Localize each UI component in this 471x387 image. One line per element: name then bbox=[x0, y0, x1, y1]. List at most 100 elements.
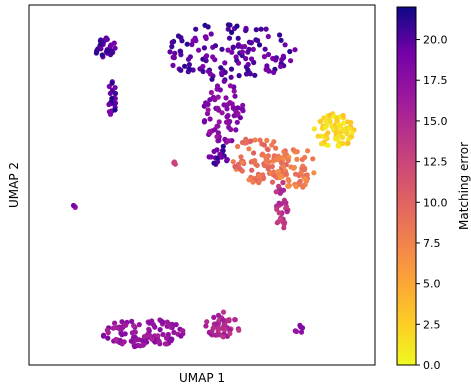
scatter-point bbox=[263, 26, 269, 32]
colorbar-tick-label: 0.0 bbox=[423, 359, 441, 372]
scatter-point bbox=[223, 95, 229, 101]
scatter-point bbox=[240, 108, 246, 114]
scatter-point bbox=[107, 52, 114, 58]
scatter-point bbox=[340, 140, 346, 147]
scatter-point bbox=[287, 48, 293, 55]
scatter-point bbox=[260, 151, 266, 157]
scatter-point bbox=[281, 197, 287, 203]
scatter-point bbox=[218, 65, 224, 71]
scatter-point bbox=[230, 45, 236, 51]
scatter-point bbox=[228, 126, 234, 133]
scatter-point bbox=[278, 160, 284, 166]
scatter-point bbox=[168, 324, 174, 330]
scatter-point bbox=[345, 140, 351, 146]
scatter-point bbox=[128, 338, 134, 344]
scatter-point bbox=[276, 183, 282, 189]
scatter-point bbox=[190, 38, 196, 44]
scatter-point bbox=[236, 327, 242, 333]
scatter-point bbox=[211, 160, 217, 166]
scatter-point bbox=[337, 123, 343, 129]
scatter-point bbox=[201, 119, 207, 125]
scatter-point bbox=[112, 320, 118, 326]
scatter-point bbox=[340, 134, 346, 141]
scatter-point bbox=[346, 125, 352, 131]
scatter-point bbox=[305, 148, 311, 154]
scatter-point bbox=[213, 321, 219, 327]
scatter-point bbox=[256, 42, 263, 48]
scatter-point bbox=[227, 330, 233, 337]
scatter-point bbox=[171, 329, 177, 335]
scatter-point bbox=[293, 328, 300, 335]
scatter-point bbox=[266, 159, 272, 165]
scatter-point bbox=[224, 157, 230, 163]
scatter-point bbox=[215, 105, 221, 111]
scatter-point bbox=[258, 26, 264, 32]
scatter-point bbox=[155, 333, 161, 339]
scatter-point bbox=[271, 69, 277, 75]
scatter-point bbox=[112, 85, 118, 91]
scatter-point bbox=[105, 335, 111, 341]
scatter-point bbox=[163, 335, 170, 341]
scatter-point bbox=[333, 126, 339, 132]
scatter-point bbox=[164, 319, 170, 325]
scatter-point bbox=[228, 74, 234, 80]
scatter-point bbox=[149, 336, 155, 342]
scatter-point bbox=[278, 216, 284, 223]
scatter-point bbox=[70, 202, 77, 209]
scatter-point bbox=[105, 48, 111, 54]
scatter-point bbox=[273, 145, 279, 151]
colorbar-tick-label: 10.0 bbox=[423, 196, 448, 209]
scatter-point bbox=[99, 39, 105, 45]
scatter-point bbox=[209, 328, 215, 334]
scatter-point bbox=[252, 72, 258, 78]
scatter-point bbox=[265, 33, 271, 40]
scatter-point bbox=[131, 329, 137, 335]
scatter-point bbox=[291, 165, 297, 171]
scatter-point bbox=[311, 170, 317, 176]
scatter-point bbox=[273, 189, 279, 195]
scatter-point bbox=[225, 26, 231, 32]
scatter-point bbox=[129, 318, 135, 324]
scatter-point bbox=[292, 47, 298, 53]
scatter-point bbox=[302, 154, 308, 160]
scatter-point bbox=[136, 322, 142, 328]
scatter-point bbox=[214, 83, 221, 89]
scatter-point bbox=[219, 46, 225, 52]
scatter-point bbox=[265, 51, 272, 58]
scatter-point bbox=[329, 123, 335, 129]
scatter-point bbox=[226, 138, 232, 144]
scatter-point bbox=[150, 322, 156, 328]
scatter-point bbox=[271, 139, 277, 145]
scatter-point bbox=[278, 63, 284, 69]
scatter-point bbox=[239, 49, 245, 55]
scatter-point bbox=[284, 209, 290, 215]
scatter-point bbox=[193, 26, 199, 32]
scatter-point bbox=[250, 179, 256, 185]
scatter-point bbox=[208, 154, 214, 160]
scatter-point bbox=[209, 76, 215, 82]
scatter-point bbox=[214, 134, 220, 140]
scatter-point bbox=[279, 174, 285, 180]
x-axis-label: UMAP 1 bbox=[179, 371, 225, 385]
scatter-point bbox=[319, 133, 325, 139]
scatter-point bbox=[283, 170, 289, 177]
scatter-point bbox=[196, 47, 202, 53]
scatter-point bbox=[237, 165, 243, 171]
scatter-point bbox=[203, 54, 209, 60]
scatter-point bbox=[203, 34, 209, 40]
scatter-point bbox=[270, 169, 277, 175]
scatter-point bbox=[123, 322, 129, 328]
scatter-point bbox=[220, 309, 227, 315]
scatter-point bbox=[203, 323, 209, 329]
colorbar-tick-label: 20.0 bbox=[423, 34, 448, 47]
scatter-point bbox=[212, 43, 219, 49]
scatter-point bbox=[262, 46, 268, 52]
scatter-point bbox=[186, 66, 193, 72]
scatter-point bbox=[172, 50, 178, 57]
scatter-point bbox=[228, 66, 235, 72]
scatter-point bbox=[298, 170, 304, 176]
scatter-point bbox=[249, 167, 255, 173]
scatter-point bbox=[252, 158, 258, 164]
scatter-point bbox=[171, 160, 177, 166]
